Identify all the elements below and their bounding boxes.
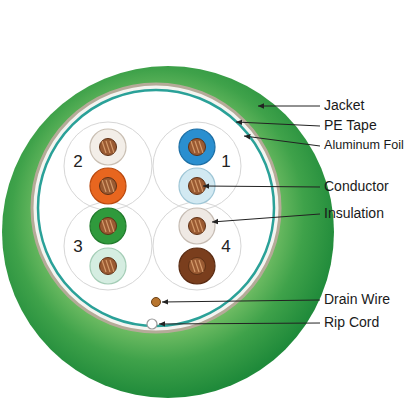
twisted-wire: [90, 248, 126, 284]
conductor-strand: [106, 141, 110, 153]
conductor-strand: [195, 180, 199, 192]
conductor-strand: [102, 220, 106, 232]
conductor-strand: [110, 260, 114, 272]
conductor-strand: [199, 180, 203, 192]
conductor-strand: [195, 220, 199, 232]
conductor-strand: [191, 260, 195, 272]
conductor-strand: [102, 260, 106, 272]
rip-cord: [147, 319, 157, 329]
conductor-strand: [199, 260, 203, 272]
conductor-strand: [191, 220, 195, 232]
insulation: [179, 129, 215, 165]
pe-tape: [32, 84, 280, 332]
conductor: [189, 218, 206, 235]
drain-wire: [152, 298, 161, 307]
insulation: [179, 208, 215, 244]
conductor-strand: [199, 141, 203, 153]
conductor: [100, 218, 117, 235]
part-label: Drain Wire: [324, 292, 390, 307]
twisted-wire: [90, 129, 126, 165]
insulation: [90, 168, 126, 204]
conductor-strand: [106, 220, 110, 232]
conductor: [189, 139, 206, 156]
conductor: [189, 178, 206, 195]
conductor-strand: [191, 141, 195, 153]
conductor: [100, 258, 117, 275]
part-label: Rip Cord: [324, 315, 379, 330]
wires: [90, 129, 215, 284]
conductor-strand: [199, 220, 203, 232]
twisted-wire: [179, 129, 215, 165]
conductor: [100, 178, 117, 195]
conductor-strand: [195, 141, 199, 153]
insulation: [90, 208, 126, 244]
conductor-strand: [110, 180, 114, 192]
pair-number: 2: [73, 153, 82, 172]
twisted-wire: [179, 208, 215, 244]
pair-number: 3: [73, 238, 82, 257]
conductor: [100, 139, 117, 156]
pair-number: 4: [221, 238, 230, 257]
leader-lines: [159, 106, 320, 324]
part-label: Aluminum Foil: [324, 139, 404, 153]
jacket: [2, 66, 334, 398]
part-label: Jacket: [324, 98, 364, 113]
insulation: [179, 248, 215, 284]
conductor-strand: [191, 180, 195, 192]
aluminum-foil: [38, 90, 274, 326]
conductor-strand: [106, 260, 110, 272]
insulation: [90, 248, 126, 284]
part-label: PE Tape: [324, 118, 377, 133]
twisted-wire: [179, 248, 215, 284]
pair-number: 1: [221, 153, 230, 172]
conductor: [189, 258, 206, 275]
conductor-strand: [110, 141, 114, 153]
conductor-strand: [110, 220, 114, 232]
twisted-wire: [90, 168, 126, 204]
twisted-wire: [90, 208, 126, 244]
conductor-strand: [195, 260, 199, 272]
part-label: Conductor: [324, 179, 389, 194]
insulation: [90, 129, 126, 165]
part-label: Insulation: [324, 206, 384, 221]
pair-outlines: [64, 122, 241, 290]
conductor-strand: [102, 180, 106, 192]
conductor-strand: [102, 141, 106, 153]
conductor-strand: [106, 180, 110, 192]
